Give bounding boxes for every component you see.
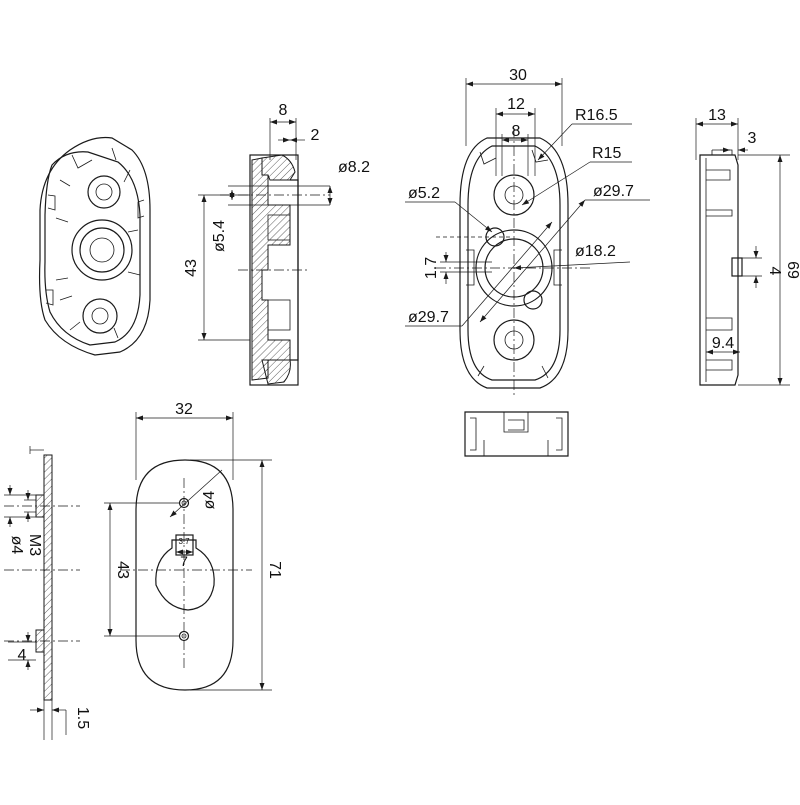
dim-front-width: 30 [509,67,527,84]
dim-front-hole: ø5.2 [408,185,440,202]
dim-front-center-bore: ø18.2 [575,243,616,260]
dim-plate-notch: 3.7 [178,537,190,546]
dim-section-height: 43 [183,259,200,277]
dim-front-outer-radius: R16.5 [575,107,618,124]
dim-front-inner-radius: R15 [592,145,621,162]
dim-side-height: 69 [784,261,800,279]
front-view: 30 12 8 R16.5 R15 ø5.2 ø29.7 1.7 [405,67,650,398]
dim-plate-height: 71 [266,561,283,579]
dim-edge-pin: 4 [18,647,27,664]
edge-section: M3 ø4 4 1.5 [4,446,91,740]
dim-plate-width: 32 [175,401,193,418]
bottom-view [464,411,569,457]
dim-front-center-offset: 1.7 [423,257,440,279]
dim-front-pitch-top: ø29.7 [593,183,634,200]
plate-view: 32 ø4 43 71 3.7 7 [104,401,283,691]
section-view: 8 2 ø8.2 ø5.4 43 [183,102,370,386]
dim-edge-thread: M3 [26,534,43,556]
dim-plate-hole-pitch: 43 [114,561,131,579]
dim-front-pitch-bottom: ø29.7 [408,309,449,326]
dim-section-bore: ø8.2 [338,159,370,176]
isometric-view [38,136,151,356]
dim-side-slot: 4 [766,267,783,276]
dim-edge-thickness: 1.5 [74,707,91,729]
side-view: 13 3 69 4 9.4 [695,107,800,386]
dim-side-foot: 9.4 [712,335,734,352]
dim-section-step: 2 [311,127,320,144]
dim-plate-hole: ø4 [201,491,218,510]
dim-section-small-bore: ø5.4 [211,220,228,252]
dim-front-inner-width: 12 [507,96,525,113]
dim-front-slot-width: 8 [512,123,521,140]
dim-side-step: 3 [748,130,757,147]
dim-edge-hole: ø4 [8,536,25,555]
dim-plate-key: 7 [180,553,188,569]
dim-section-width-top: 8 [279,102,288,119]
dim-side-width: 13 [708,107,726,124]
